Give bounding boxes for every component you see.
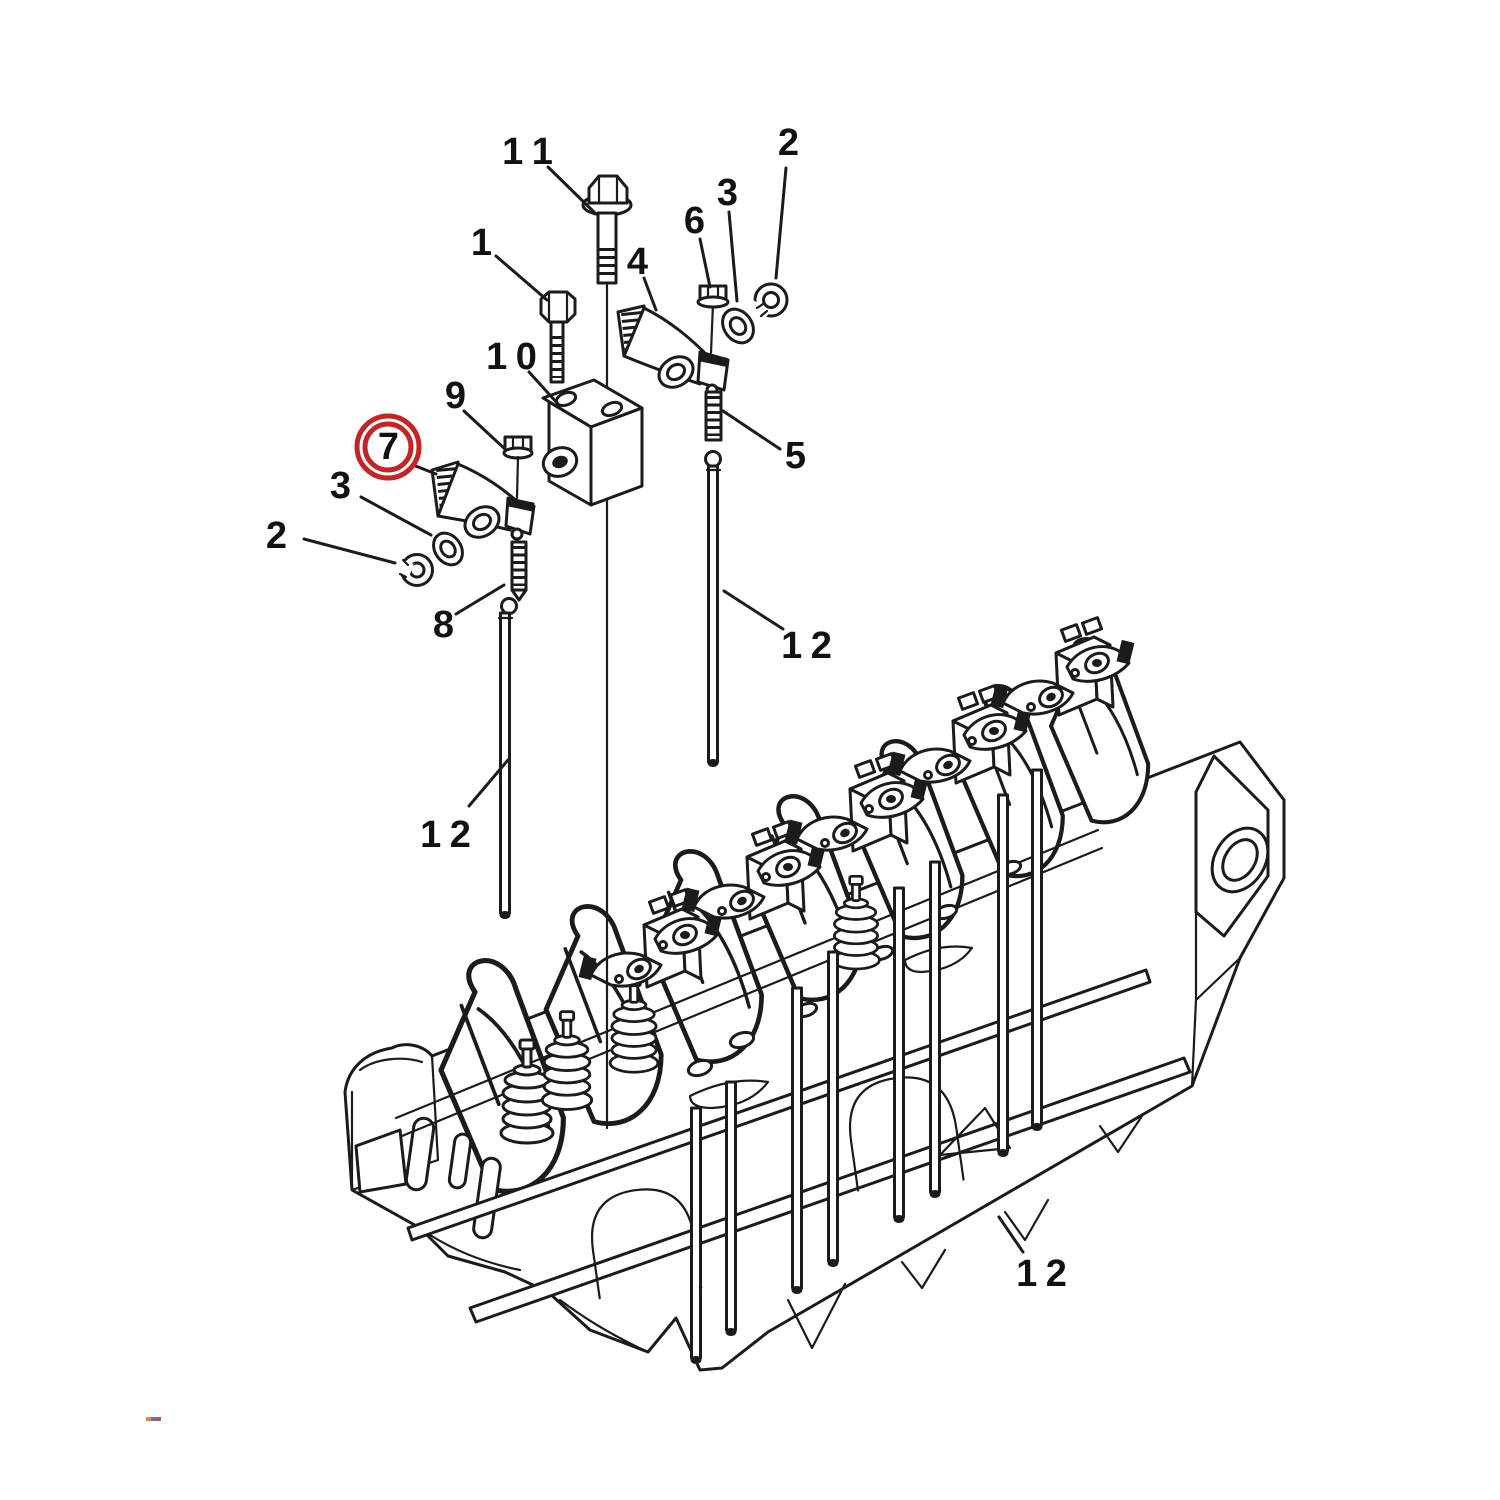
push-rod-12-right (704, 450, 722, 767)
callout-3-left: 3 (330, 465, 350, 507)
callout-10: 1 0 (486, 336, 536, 378)
callout-12-bottom: 1 2 (1016, 1253, 1066, 1295)
leader-line-12-bottom (997, 1215, 1025, 1254)
rocker-arm-7 (430, 460, 536, 541)
leader-line-3-left (359, 495, 433, 537)
callout-12-right: 1 2 (781, 625, 831, 667)
snap-ring-2-left (390, 553, 434, 587)
leader-line-6 (698, 237, 712, 289)
leader-line-2-left (302, 537, 397, 565)
callout-6: 6 (684, 200, 704, 242)
callout-4: 4 (627, 241, 648, 283)
callout-11: 1 1 (502, 131, 553, 173)
scan-artifact (146, 1417, 161, 1421)
callout-2-left: 2 (266, 515, 286, 557)
leader-line-8 (454, 583, 506, 616)
nut-9 (502, 435, 534, 500)
head-right-end (1190, 754, 1270, 1088)
callout-3-top: 3 (717, 172, 737, 214)
bottom-skirt (428, 1114, 1144, 1354)
leader-line-2-top (774, 166, 788, 280)
leader-line-10 (527, 370, 560, 406)
leader-line-12-right (722, 589, 785, 631)
rocker-arm-4 (616, 301, 730, 397)
exploded-parts (390, 174, 789, 919)
highlight-circle-inner (362, 421, 414, 473)
leader-line-1 (494, 254, 549, 302)
nut-6 (696, 284, 730, 309)
leader-line-4 (642, 276, 658, 312)
head-silhouette (343, 740, 1286, 1372)
adjusting-screw-8 (510, 540, 528, 602)
snap-ring-2-top (743, 282, 789, 324)
highlight-circle-outer (354, 413, 422, 481)
callout-12-left: 1 2 (420, 814, 470, 856)
artifact-pixel (156, 1417, 161, 1421)
washer-3-left (432, 531, 464, 567)
pedestal-bracket-10 (541, 378, 644, 507)
callout-1: 1 (471, 222, 492, 264)
leader-line-5 (721, 409, 782, 451)
adjusting-screw-5 (704, 390, 723, 442)
callout-5: 5 (785, 435, 806, 477)
bolt-1 (539, 290, 577, 384)
installed-push-rods (690, 768, 1043, 1364)
leader-line-11 (546, 165, 598, 216)
washer-3-top (721, 307, 755, 345)
leader-line-12-left (467, 758, 510, 808)
leader-line-9 (462, 409, 508, 452)
callout-2-top: 2 (778, 122, 798, 164)
callout-8: 8 (433, 604, 453, 646)
leader-line-3-top (727, 210, 739, 303)
artifact-pixel (146, 1417, 151, 1421)
head-left-end (350, 1054, 502, 1240)
leader-line-7 (411, 463, 438, 476)
cylinder-head-assembly (343, 616, 1286, 1372)
callout-7: 7 (378, 426, 398, 468)
callout-9: 9 (445, 375, 465, 417)
head-bolt-11 (581, 174, 633, 285)
artifact-pixel (151, 1417, 156, 1421)
